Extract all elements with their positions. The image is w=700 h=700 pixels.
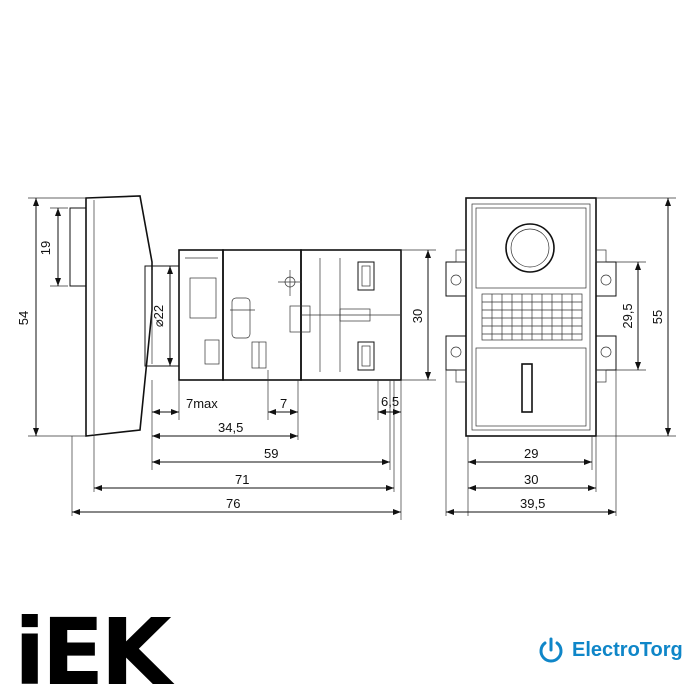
dim-depth-71: 71 xyxy=(235,472,249,487)
dim-bezel-diameter: ⌀22 xyxy=(151,305,166,327)
dim-overall-depth: 76 xyxy=(226,496,240,511)
brand-logo: ElectroTorg xyxy=(536,630,683,670)
dim-panel-thickness: 7max xyxy=(186,396,218,411)
brand-name: ElectroTorg xyxy=(572,638,683,661)
dim-block-height: 30 xyxy=(410,309,425,323)
side-view xyxy=(69,195,402,437)
dim-inner-width: 29 xyxy=(524,446,538,461)
indicator-lamp xyxy=(505,223,555,273)
contact-body xyxy=(222,249,302,381)
iek-logo-text: iEK xyxy=(14,599,175,700)
dim-overall-width: 39,5 xyxy=(520,496,545,511)
side-terminals xyxy=(445,249,617,383)
dim-body-depth: 59 xyxy=(264,446,278,461)
front-view xyxy=(445,197,617,437)
holder-block xyxy=(178,249,224,381)
dim-cap-height: 19 xyxy=(38,241,53,255)
dim-total-height: 54 xyxy=(16,311,31,325)
lower-panel xyxy=(475,347,587,427)
front-frame xyxy=(465,197,597,437)
bezel-body xyxy=(85,195,153,437)
dim-contact-gap: 7 xyxy=(280,396,287,411)
lens-area xyxy=(475,207,587,289)
dim-body-width: 30 xyxy=(524,472,538,487)
cap-front xyxy=(69,207,87,287)
indicator-bar xyxy=(521,363,533,413)
dim-overall-height: 55 xyxy=(650,310,665,324)
dim-terminal-width: 6,5 xyxy=(381,394,399,409)
side-dimensions xyxy=(28,197,436,520)
iek-logo: iEK xyxy=(14,599,179,700)
front-dimensions xyxy=(445,197,676,516)
terminal-top xyxy=(357,261,375,291)
dim-lamp-pitch: 29,5 xyxy=(620,303,635,328)
dim-depth-to-contact: 34,5 xyxy=(218,420,243,435)
terminal-bottom xyxy=(357,341,375,371)
power-icon xyxy=(539,637,563,663)
